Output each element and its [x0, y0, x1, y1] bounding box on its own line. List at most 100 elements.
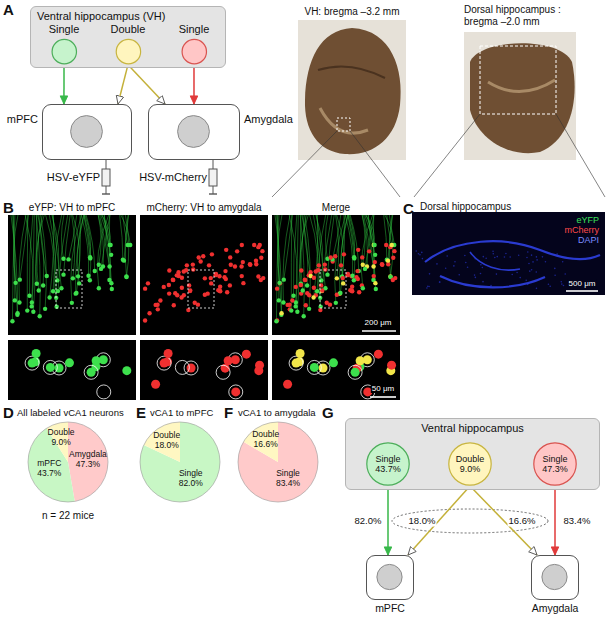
labeled-cell — [351, 368, 360, 377]
cell-marker — [43, 360, 57, 374]
labeled-cell — [167, 291, 171, 295]
nucleus-dot — [542, 256, 544, 258]
pie-chart — [28, 422, 108, 502]
labeled-cell — [45, 274, 49, 278]
labeled-fiber — [283, 215, 290, 302]
labeled-cell — [283, 380, 292, 389]
image-title: Merge — [322, 202, 350, 214]
nucleus-dot — [429, 273, 431, 275]
labeled-cell — [333, 254, 337, 258]
labeled-cell — [188, 289, 192, 293]
nucleus-dot — [511, 274, 513, 276]
labeled-fiber — [50, 215, 54, 298]
nucleus-dot — [528, 263, 530, 265]
labeled-cell — [386, 258, 390, 262]
neuron-body — [534, 443, 576, 485]
labeled-cell — [323, 262, 327, 266]
labeled-cell — [329, 255, 333, 259]
labeled-fiber — [124, 215, 129, 261]
labeled-cell — [186, 308, 190, 312]
cell-marker — [289, 356, 303, 370]
labeled-cell — [282, 277, 286, 281]
nucleus-dot — [535, 271, 537, 273]
labeled-cell — [164, 349, 173, 358]
panel-letter: C — [403, 200, 414, 217]
nucleus-dot — [492, 253, 494, 255]
neuron-circle: Single — [47, 23, 82, 65]
neuron-label: Double — [111, 23, 146, 36]
labeled-fiber — [85, 215, 91, 257]
labeled-cell — [241, 281, 245, 285]
panel-letter: B — [3, 199, 14, 216]
image-ground — [272, 340, 400, 400]
channel-label: mCherry — [563, 225, 600, 235]
target-graphic — [43, 105, 130, 158]
labeled-cell — [380, 263, 384, 267]
zoom-box — [320, 270, 346, 308]
labeled-cell — [167, 268, 171, 272]
labeled-cell — [203, 293, 207, 297]
labeled-cell — [373, 260, 377, 264]
labeled-cell — [301, 314, 305, 318]
labeled-cell — [350, 285, 354, 289]
labeled-cell — [51, 289, 55, 293]
neuron-label: Single — [542, 454, 567, 464]
labeled-cell — [339, 263, 343, 267]
syringe-needle — [213, 160, 214, 169]
photo-ground — [464, 32, 576, 160]
labeled-cell — [110, 287, 114, 291]
cell-marker — [229, 385, 243, 399]
labeled-cell — [217, 274, 221, 278]
labeled-cell — [218, 285, 222, 289]
labeled-fiber — [46, 215, 55, 291]
labeled-cell — [328, 302, 332, 306]
nucleus-dot — [419, 254, 421, 256]
labeled-fiber — [297, 215, 300, 312]
zoom-image — [140, 340, 268, 400]
labeled-cell — [191, 267, 195, 271]
slice-label: Amygdala — [69, 450, 107, 460]
labeled-cell — [17, 300, 21, 304]
image-ground — [272, 215, 400, 335]
nucleus-dot — [492, 250, 494, 252]
labeled-cell — [108, 243, 112, 247]
labeled-cell — [47, 295, 51, 299]
nucleus-dot — [519, 277, 521, 279]
nucleus-dot — [483, 256, 485, 258]
labeled-cell — [295, 310, 299, 314]
nucleus-dot — [532, 261, 534, 263]
labeled-cell — [299, 283, 303, 287]
labeled-cell — [70, 301, 74, 305]
target-graphic — [367, 556, 412, 598]
labeled-cell — [361, 286, 365, 290]
channel-label: eYFP — [575, 215, 600, 225]
labeled-cell — [173, 291, 177, 295]
labeled-cell — [191, 262, 195, 266]
labeled-cell — [143, 318, 147, 322]
labeled-cell — [162, 285, 166, 289]
labeled-cell — [29, 304, 33, 308]
nucleus-dot — [421, 252, 423, 254]
labeled-cell — [367, 249, 371, 253]
labeled-cell — [180, 276, 184, 280]
labeled-cell — [210, 252, 214, 256]
labeled-cell — [317, 263, 321, 267]
image-title: eYFP: VH to mPFC — [29, 202, 116, 214]
chart-title: vCA1 to mPFC — [150, 408, 213, 419]
labeled-cell — [93, 269, 97, 273]
labeled-cell — [25, 308, 29, 312]
labeled-fiber — [388, 215, 393, 261]
pie-slice — [243, 422, 278, 462]
labeled-cell — [279, 311, 283, 315]
labeled-fiber — [38, 215, 44, 285]
labeled-cell — [209, 276, 213, 280]
projection-arrow — [554, 486, 556, 555]
cell-marker — [97, 385, 111, 399]
labeled-fiber — [19, 215, 26, 302]
panel-letter: A — [3, 1, 14, 18]
nucleus-dot — [436, 263, 438, 265]
labeled-cell — [160, 359, 169, 368]
syringe-barrel — [102, 169, 110, 186]
slice-label: 47.3% — [76, 460, 100, 470]
